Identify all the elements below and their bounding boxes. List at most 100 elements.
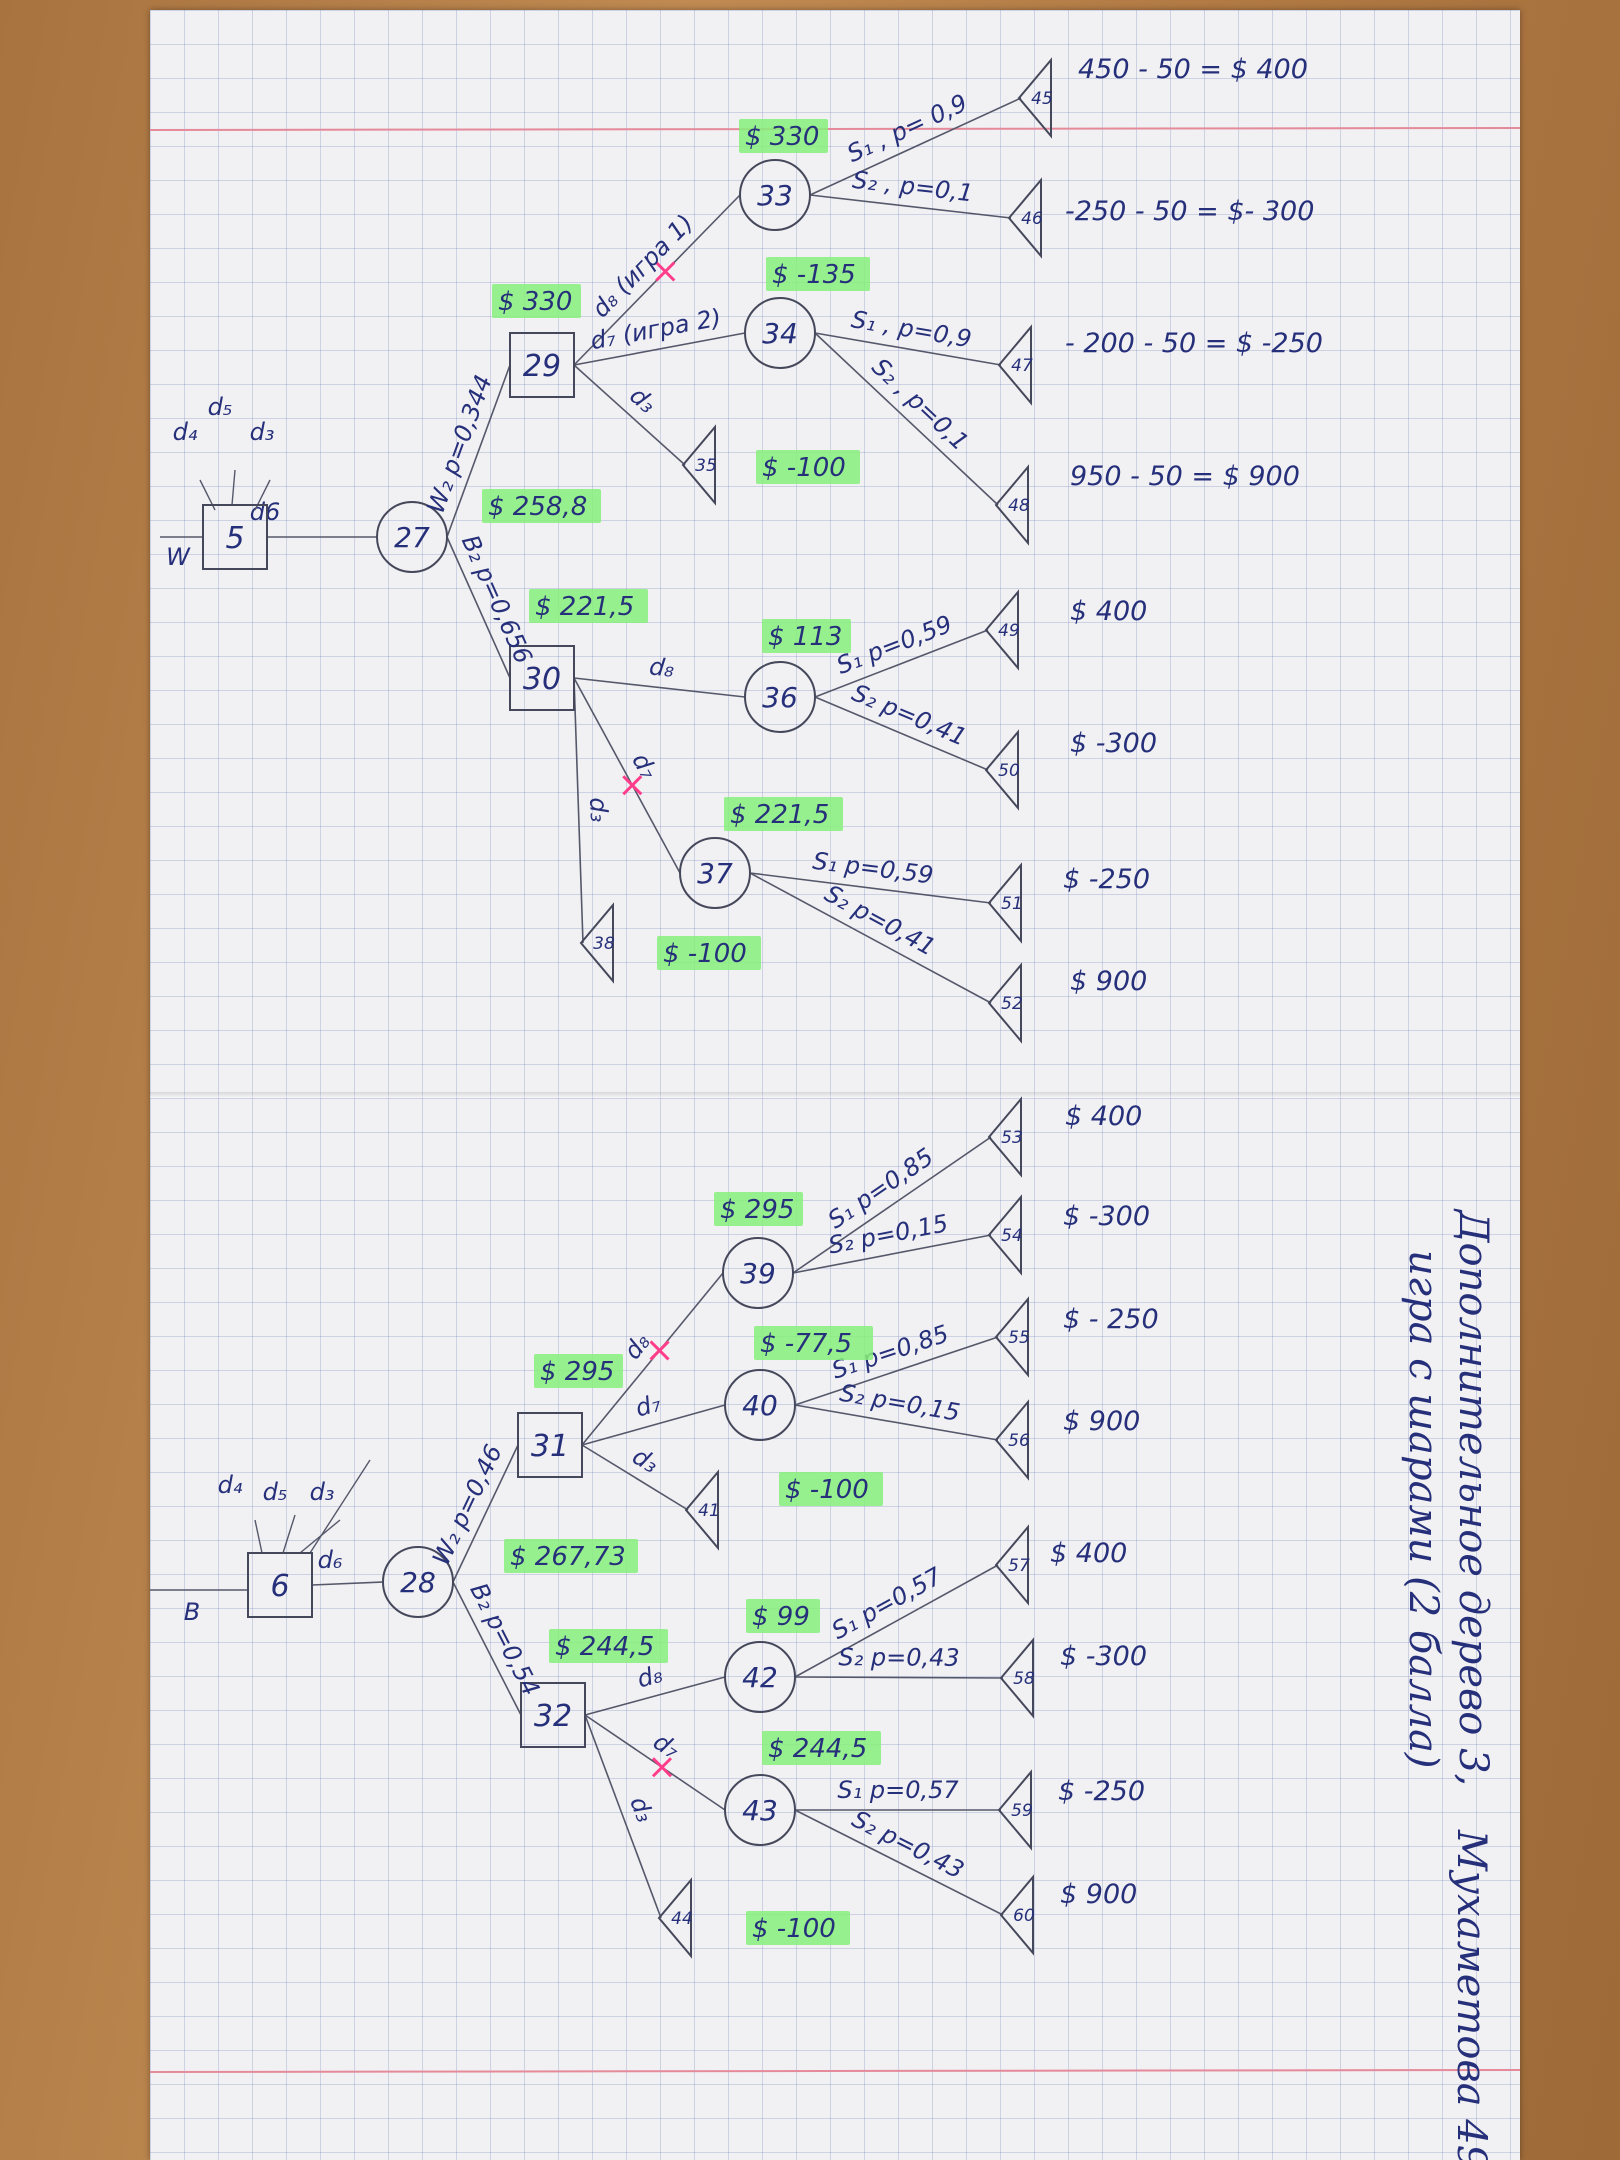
stub-d5-bot: d₅: [263, 1478, 288, 1506]
terminal-node-60: [999, 1874, 1034, 1956]
edge-39-53: [792, 1136, 992, 1274]
expected-value-ev-40: $ -77,5: [760, 1329, 852, 1359]
terminal-node-56: [994, 1399, 1029, 1481]
highlight-ev-37: [724, 797, 843, 831]
expected-value-ev-41: $ -100: [785, 1475, 869, 1505]
edge-label-30-37: d₇: [626, 748, 663, 784]
edge-32-42: [584, 1676, 726, 1716]
chance-node-34: [744, 297, 816, 369]
edge-label-30-36: d₈: [648, 652, 676, 683]
payoff-pay-45: 450 - 50 = $ 400: [1078, 54, 1308, 85]
payoff-pay-48: 950 - 50 = $ 900: [1070, 461, 1300, 492]
margin-lines: [149, 127, 1521, 2073]
terminal-node-59: [997, 1769, 1032, 1851]
chance-node-label-37: 37: [697, 857, 733, 890]
terminal-node-label-56: 56: [1008, 1431, 1030, 1451]
edge-label-29-33: d₈ (игра 1): [586, 209, 698, 323]
expected-value-ev-29: $ 330: [498, 287, 572, 317]
chance-node-42: [724, 1641, 796, 1713]
terminal-node-35: [681, 424, 716, 506]
paper-fold-line: [150, 1092, 1520, 1098]
terminal-node-50: [984, 729, 1019, 811]
edge-31-41: [581, 1444, 689, 1511]
edge-34-47: [814, 332, 1002, 366]
chance-node-label-34: 34: [762, 317, 798, 350]
highlight-ev-36: [762, 619, 851, 653]
expected-value-ev-27: $ 258,8: [488, 492, 587, 522]
terminal-node-label-45: 45: [1031, 89, 1053, 109]
highlight-ev-39: [714, 1192, 803, 1226]
chance-node-28: [382, 1546, 454, 1618]
graph-paper-sheet: [150, 10, 1520, 2160]
side-note-line1: Дополнительное дерево 3,: [1450, 1208, 1496, 1786]
terminal-node-55: [994, 1296, 1029, 1378]
stub-b-in: B: [184, 1598, 200, 1626]
highlight-ev-27: [482, 489, 601, 523]
expected-value-ev-37: $ 221,5: [730, 800, 829, 830]
highlight-ev-34: [766, 257, 870, 291]
tree-nodes: 5293063132273334363728394042434546474835…: [202, 57, 1053, 1959]
chance-node-label-33: 33: [757, 179, 793, 212]
side-note-line2: игра с шарами (2 балла): [1400, 1250, 1446, 1769]
terminal-node-label-58: 58: [1013, 1669, 1035, 1689]
terminal-node-label-59: 59: [1011, 1801, 1033, 1821]
edge-30-36: [573, 677, 746, 698]
edge-36-50: [814, 696, 989, 771]
edge-27-29: [446, 364, 511, 538]
highlight-ev-31: [534, 1354, 623, 1388]
terminal-node-label-35: 35: [695, 456, 717, 476]
decision-node-30: [509, 645, 575, 711]
stub-line-3: [231, 469, 236, 506]
edge-label-34-48: S₂ , p=0,1: [866, 353, 974, 456]
terminal-node-45: [1017, 57, 1052, 139]
author-note: Мухаметова 4936: [1448, 1829, 1494, 2160]
terminal-node-41: [684, 1469, 719, 1551]
expected-value-ev-36: $ 113: [768, 622, 842, 652]
highlight-ev-43: [762, 1731, 881, 1765]
terminal-node-label-46: 46: [1021, 209, 1043, 229]
stub-w-in: W: [166, 543, 191, 571]
expected-value-ev-34: $ -135: [772, 260, 856, 290]
terminal-node-label-44: 44: [671, 1909, 693, 1929]
terminal-node-44: [657, 1877, 692, 1959]
payoff-pay-51: $ -250: [1063, 864, 1150, 895]
expected-value-ev-43: $ 244,5: [768, 1734, 867, 1764]
decision-node-label-31: 31: [531, 1429, 569, 1464]
rejected-mark-31-39: [649, 1340, 670, 1361]
expected-value-ev-39: $ 295: [720, 1195, 794, 1225]
edge-37-52: [749, 872, 992, 1004]
edge-label-43-59: S₁ p=0,57: [837, 1776, 959, 1804]
highlight-ev-35: [756, 450, 860, 484]
terminal-node-label-55: 55: [1008, 1328, 1030, 1348]
expected-value-ev-42: $ 99: [752, 1602, 810, 1632]
expected-value-ev-28: $ 267,73: [510, 1542, 626, 1572]
expected-value-ev-30: $ 221,5: [535, 592, 634, 622]
decision-node-label-6: 6: [270, 1569, 289, 1604]
chance-node-33: [739, 159, 811, 231]
edge-40-56: [794, 1404, 999, 1441]
payoff-pay-50: $ -300: [1070, 728, 1157, 759]
stub-d4-top: d₄: [173, 418, 198, 446]
edge-36-49: [814, 629, 989, 698]
stub-line-6: [282, 1514, 296, 1554]
rejected-mark-30-37: [622, 775, 643, 796]
rejected-mark-29-33: [655, 261, 676, 282]
terminal-node-label-38: 38: [593, 934, 615, 954]
terminal-node-58: [999, 1637, 1034, 1719]
edge-32-43: [584, 1714, 726, 1811]
edge-42-57: [794, 1564, 999, 1678]
terminal-node-label-49: 49: [998, 621, 1020, 641]
stub-line-5: [254, 1519, 263, 1554]
edge-label-40-56: S₂ p=0,15: [838, 1379, 962, 1427]
highlight-ev-38: [657, 936, 761, 970]
expected-value-ev-33: $ 330: [745, 122, 819, 152]
margin-line-top: [149, 127, 1521, 131]
chance-node-label-40: 40: [742, 1389, 778, 1422]
terminal-node-38: [579, 902, 614, 984]
edge-43-60: [794, 1809, 1004, 1916]
payoff-pay-46: -250 - 50 = $- 300: [1065, 196, 1314, 227]
edge-label-29-35: d₃: [624, 381, 661, 418]
decision-node-label-29: 29: [523, 349, 561, 384]
decision-node-label-30: 30: [523, 662, 561, 697]
